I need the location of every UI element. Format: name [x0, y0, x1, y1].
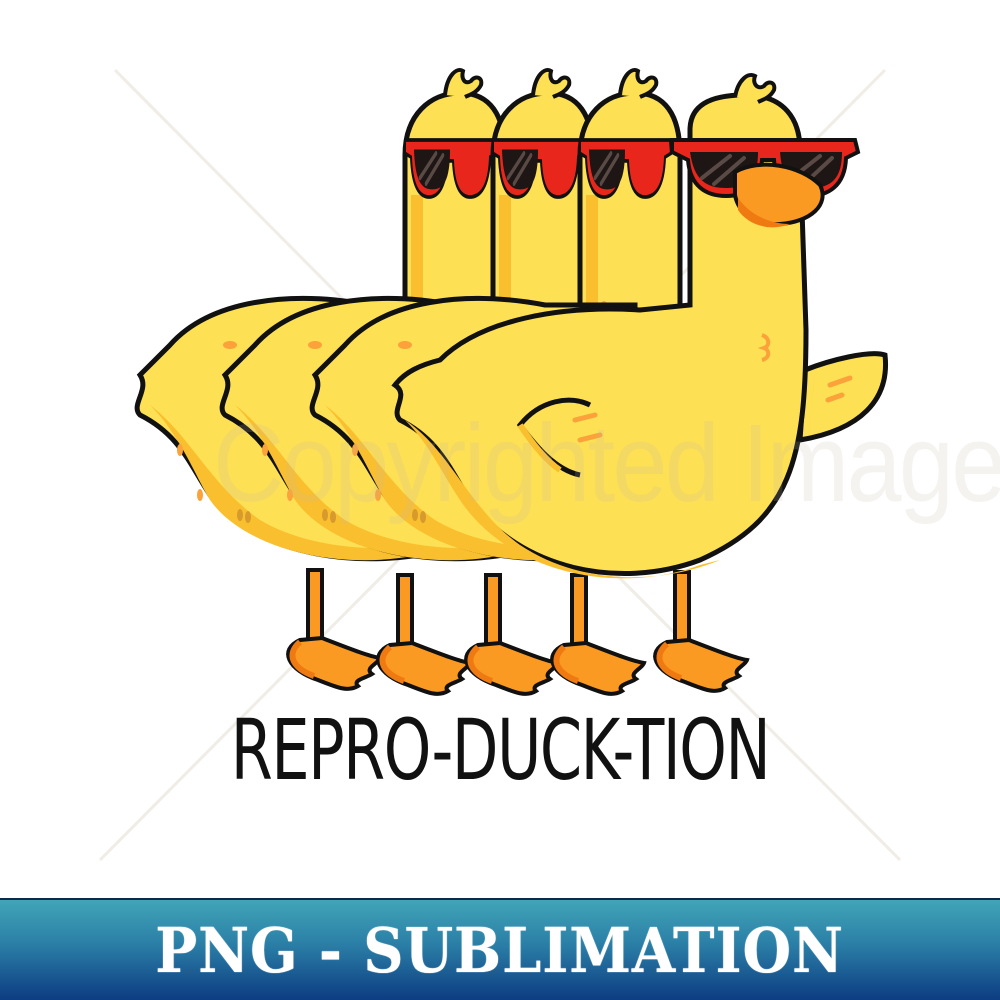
duck-illustration: [98, 0, 902, 862]
leg: [288, 570, 380, 689]
duck-4-front: [391, 73, 889, 579]
sublimation-banner: PNG - SUBLIMATION: [0, 898, 1000, 1000]
caption-text: REPRO-DUCK-TION: [230, 701, 771, 799]
banner-label: PNG - SUBLIMATION: [155, 913, 845, 987]
